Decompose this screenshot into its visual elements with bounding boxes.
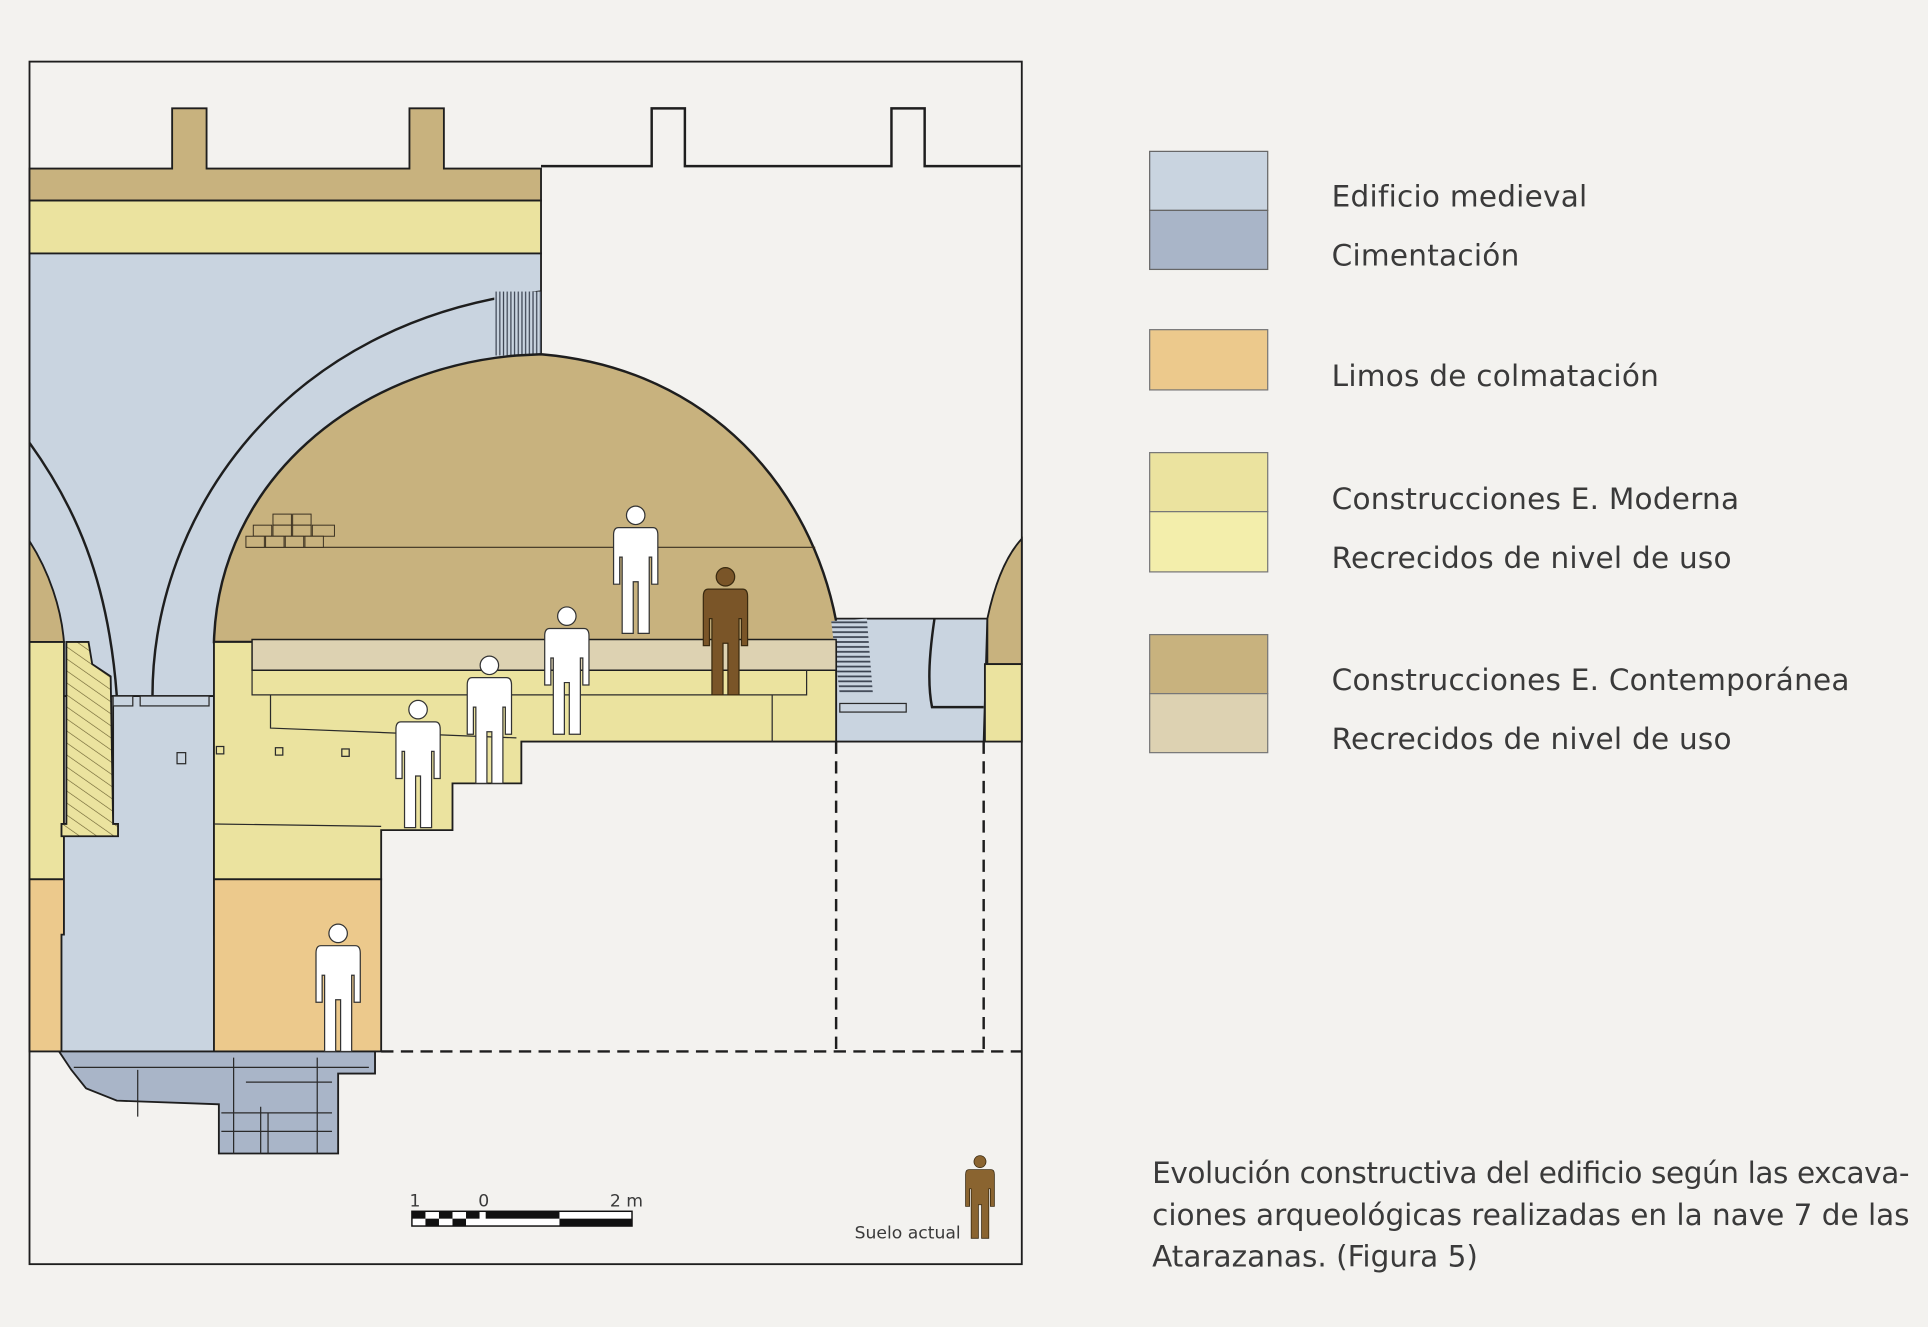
arch-ring-outer: [151, 290, 542, 697]
left-arch-line: [28, 442, 119, 697]
right-arch-fill: [986, 536, 1023, 666]
swatch-moderna: [1149, 452, 1269, 513]
wall-sockets: [215, 745, 350, 757]
legend-label: Limos de colmatación: [1332, 359, 1659, 393]
section-drawing: 1 0 2 m Suelo actual: [28, 60, 1023, 1266]
pier-socket: [176, 752, 187, 765]
legend-label: Cimentación: [1332, 239, 1520, 273]
legend-label: Construcciones E. Contemporánea: [1332, 663, 1850, 697]
swatch-recrecidos-contemporanea: [1149, 693, 1269, 754]
brick-wall: [245, 513, 335, 548]
legend-label: Recrecidos de nivel de uso: [1332, 541, 1732, 575]
pier-slab-2: [139, 695, 210, 707]
left-modern-column: [28, 641, 65, 881]
modern-level-strip: [213, 670, 808, 828]
caption-line: Atarazanas. (Figura 5): [1152, 1240, 1478, 1274]
swatch-recrecidos-moderna: [1149, 511, 1269, 573]
figure-caption: Evolución constructiva del edificio segú…: [1152, 1156, 1909, 1274]
legend: Edificio medieval Cimentación Limos de c…: [1149, 150, 1850, 756]
modern-band-top: [28, 199, 542, 255]
caption-line: ciones arqueológicas realizadas en la na…: [1152, 1198, 1909, 1232]
swatch-contemporanea: [1149, 633, 1269, 695]
scale-label-2m: 2 m: [610, 1191, 643, 1211]
caption-line: Evolución constructiva del edificio segú…: [1152, 1156, 1909, 1190]
foundation-lines: [73, 1057, 369, 1154]
legend-label: Edificio medieval: [1332, 180, 1588, 214]
central-vault-fill: [212, 353, 838, 644]
scale-label-1: 1: [409, 1191, 420, 1211]
swatch-limos: [1149, 329, 1269, 391]
left-silt-column: [28, 878, 65, 1053]
suelo-actual-label: Suelo actual: [855, 1223, 961, 1243]
scale-label-0: 0: [478, 1191, 489, 1211]
contemporary-level-strip: [251, 638, 837, 672]
swatch-cimentacion: [1149, 209, 1269, 271]
right-pier-outline: [928, 618, 984, 709]
right-stairs: [831, 618, 874, 695]
dashed-reconstruction: [381, 741, 1022, 1053]
scale-bar: 1 0 2 m: [409, 1191, 643, 1227]
hatched-pier: [60, 641, 119, 838]
right-modern-fill: [983, 663, 1023, 743]
swatch-edificio-medieval: [1149, 150, 1269, 212]
legend-label: Recrecidos de nivel de uso: [1332, 722, 1732, 756]
right-slab: [839, 702, 907, 713]
pier-slab-1: [112, 695, 134, 707]
roof-outline-right: [541, 107, 1021, 168]
arch-voussoir-hatch: [494, 291, 542, 356]
legend-label: Construcciones E. Moderna: [1332, 482, 1740, 516]
